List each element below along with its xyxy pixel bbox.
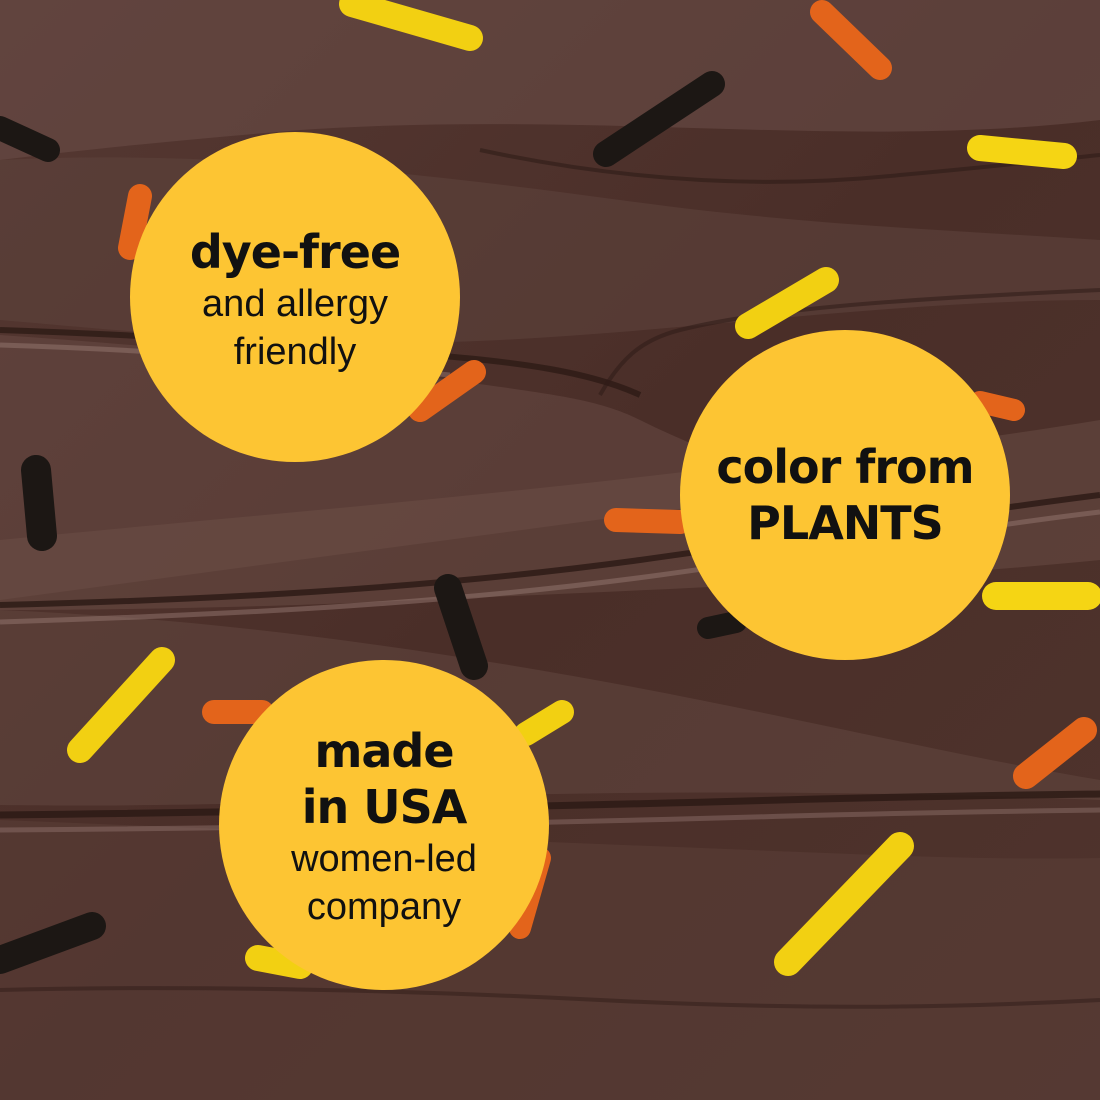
badge-title-line-2: in USA [301, 780, 468, 834]
color-from-plants-badge: color from PLANTS [680, 330, 1010, 660]
badge-title: dye-free [189, 225, 401, 279]
badge-title-line-2: PLANTS [747, 496, 944, 550]
badge-text-line-1: and allergy [202, 283, 388, 325]
made-in-usa-badge: made in USA women-led company [219, 660, 549, 990]
badge-text-line-1: women-led [291, 838, 477, 880]
badge-title-line-1: color from [716, 440, 974, 494]
badge-text-line-2: company [306, 886, 462, 928]
badge-text-line-2: friendly [233, 331, 357, 373]
badge-title-line-1: made [314, 724, 454, 778]
dye-free-badge: dye-free and allergy friendly [130, 132, 460, 462]
